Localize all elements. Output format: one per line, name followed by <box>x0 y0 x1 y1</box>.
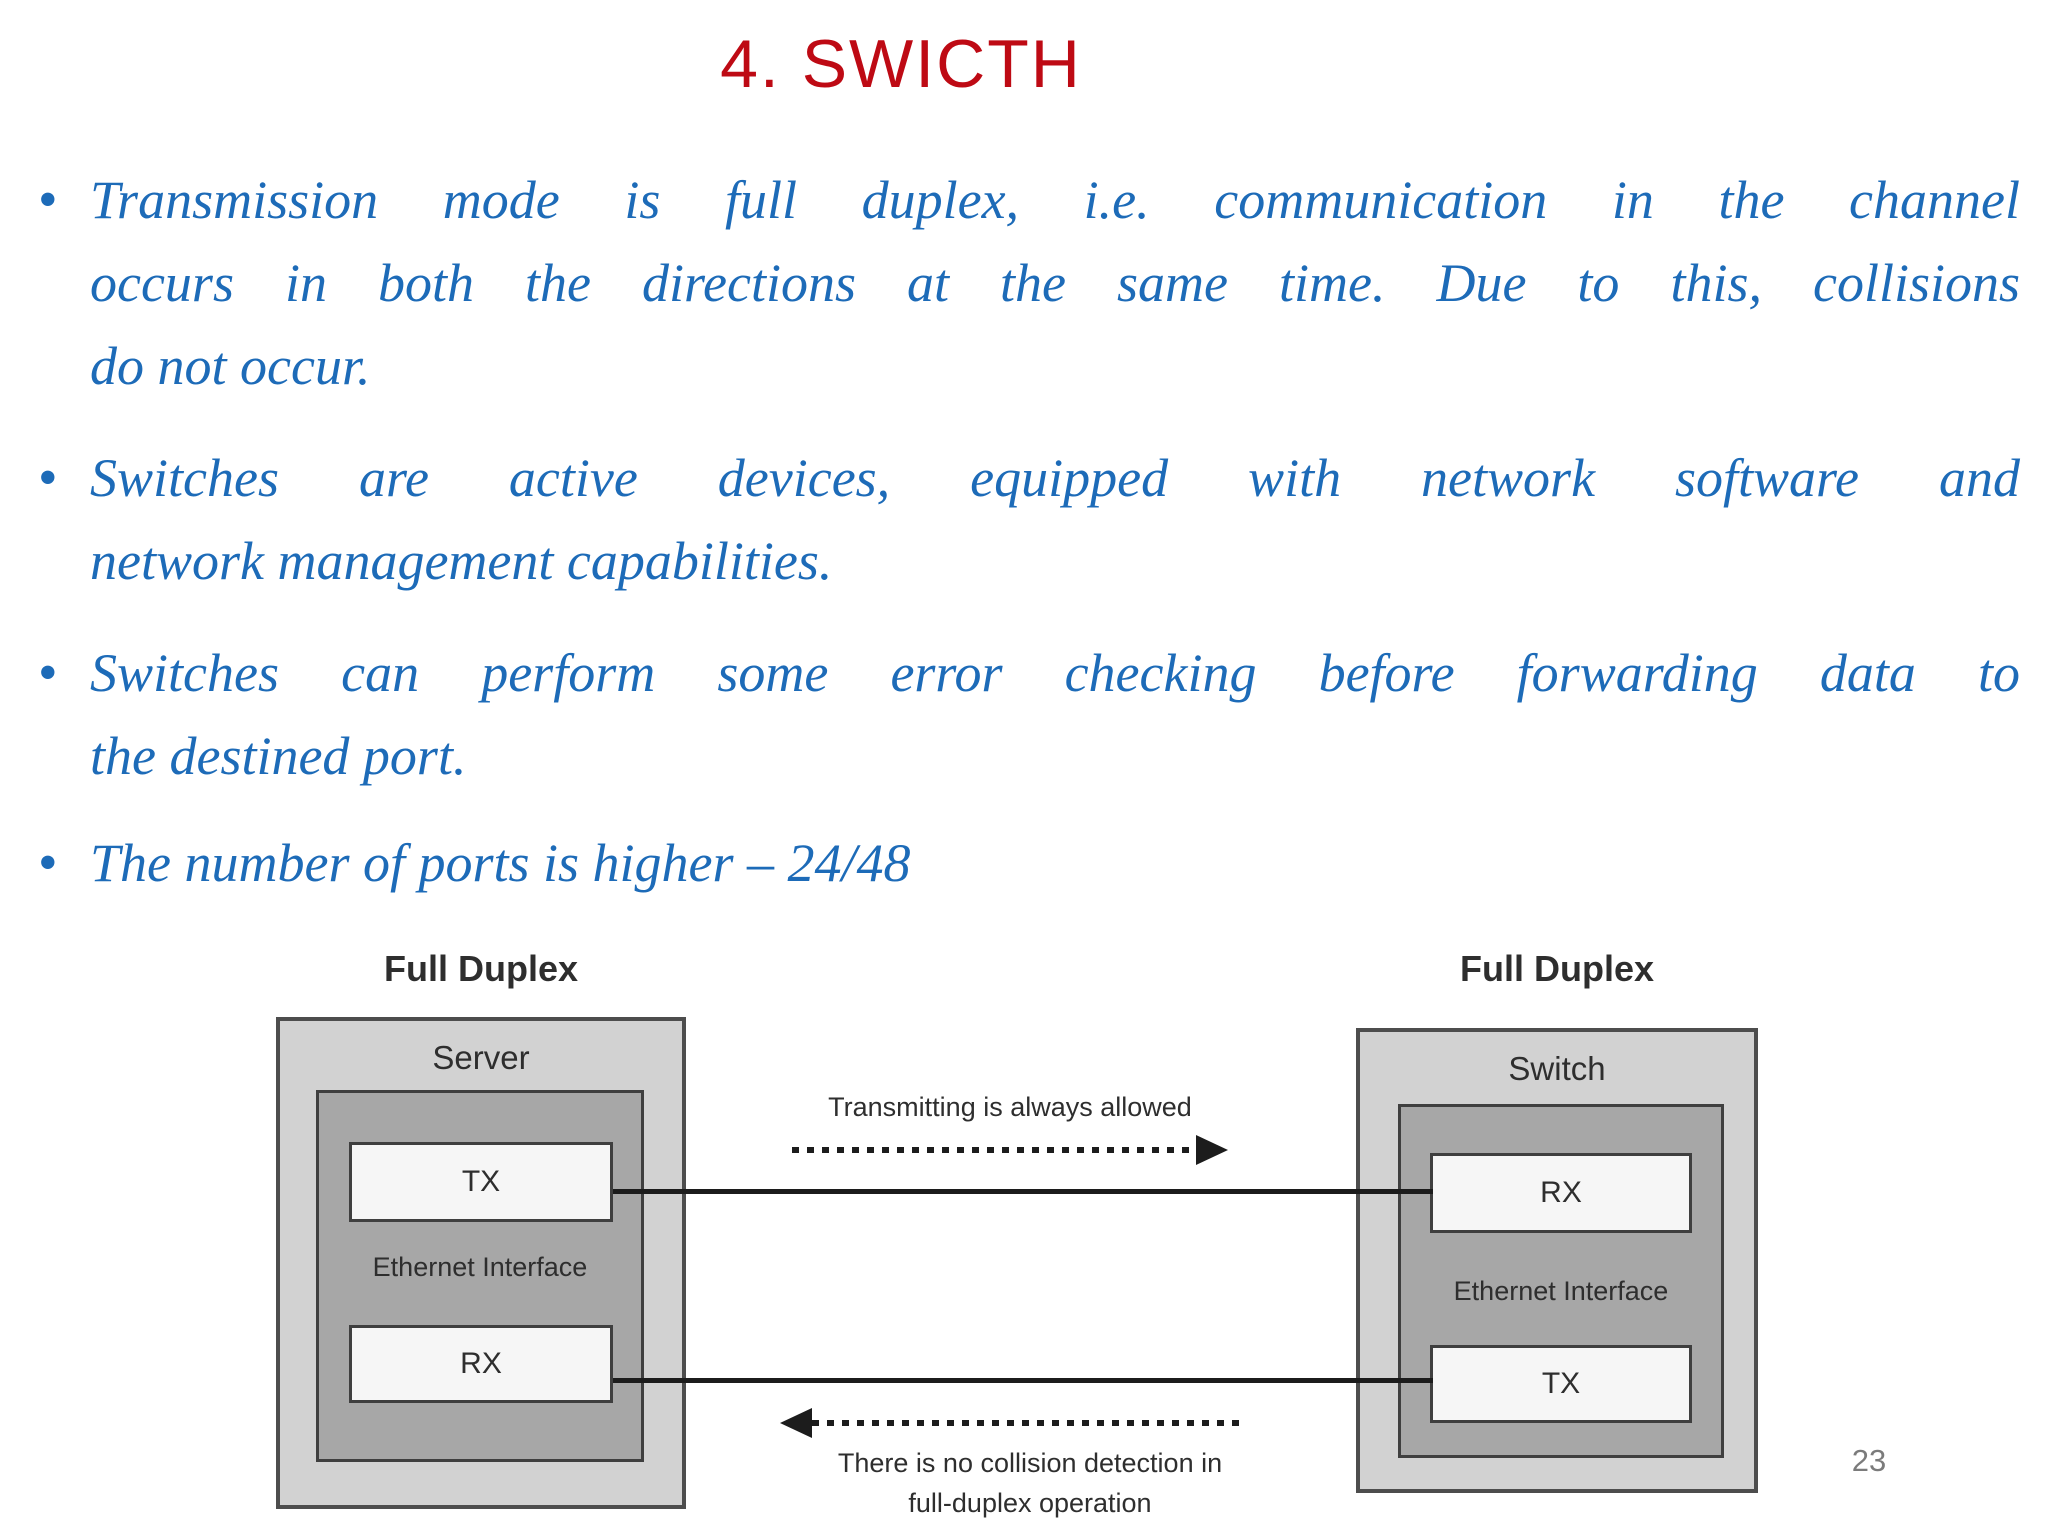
server-rx-port: RX <box>349 1325 613 1403</box>
bullet-item: • The number of ports is higher – 24/48 <box>38 822 2020 905</box>
switch-rx-port: RX <box>1430 1153 1692 1233</box>
bullet-marker-icon: • <box>38 642 58 704</box>
rx-to-tx-wire <box>613 1378 1433 1383</box>
right-arrowhead-icon <box>1196 1135 1228 1165</box>
left-arrow-dotted-line <box>812 1420 1245 1426</box>
switch-label: Switch <box>1508 1050 1606 1087</box>
tx-to-rx-wire <box>613 1189 1433 1194</box>
bullet-marker-icon: • <box>38 169 58 231</box>
switch-tx-port: TX <box>1430 1345 1692 1423</box>
server-label: Server <box>432 1039 530 1076</box>
bullet-item: • Switches can perform some error checkin… <box>38 632 2020 798</box>
bullet-line: the destined port. <box>90 726 467 786</box>
duplex-label-right: Full Duplex <box>1459 948 1654 989</box>
bullet-line: network management capabilities. <box>90 531 833 591</box>
bullet-line: The number of ports is higher – 24/48 <box>90 833 911 893</box>
bullet-line: Switches can perform some error checking… <box>90 643 2020 703</box>
bullet-line: Switches are active devices, equipped wi… <box>90 448 2020 508</box>
bullet-list: • Transmission mode is full duplex, i.e. … <box>38 159 2020 905</box>
transmit-annotation: Transmitting is always allowed <box>828 1092 1192 1122</box>
bullet-line: occurs in both the directions at the sam… <box>90 253 2020 313</box>
server-interface-label: Ethernet Interface <box>372 1252 588 1282</box>
no-collision-annotation-line1: There is no collision detection in <box>837 1448 1223 1478</box>
bullet-line: do not occur. <box>90 336 371 396</box>
page-number: 23 <box>1851 1443 1887 1478</box>
left-arrowhead-icon <box>780 1408 812 1438</box>
duplex-label-left: Full Duplex <box>383 948 578 989</box>
bullet-marker-icon: • <box>38 447 58 509</box>
server-tx-port: TX <box>349 1142 613 1222</box>
bullet-marker-icon: • <box>38 832 58 894</box>
bullet-item: • Switches are active devices, equipped w… <box>38 437 2020 603</box>
bullet-line: Transmission mode is full duplex, i.e. c… <box>90 170 2020 230</box>
right-arrow-dotted-line <box>792 1147 1198 1153</box>
switch-interface-label: Ethernet Interface <box>1453 1276 1669 1306</box>
slide-title: 4. SWICTH <box>720 26 1082 102</box>
no-collision-annotation-line2: full-duplex operation <box>908 1488 1152 1518</box>
bullet-item: • Transmission mode is full duplex, i.e. … <box>38 159 2020 408</box>
